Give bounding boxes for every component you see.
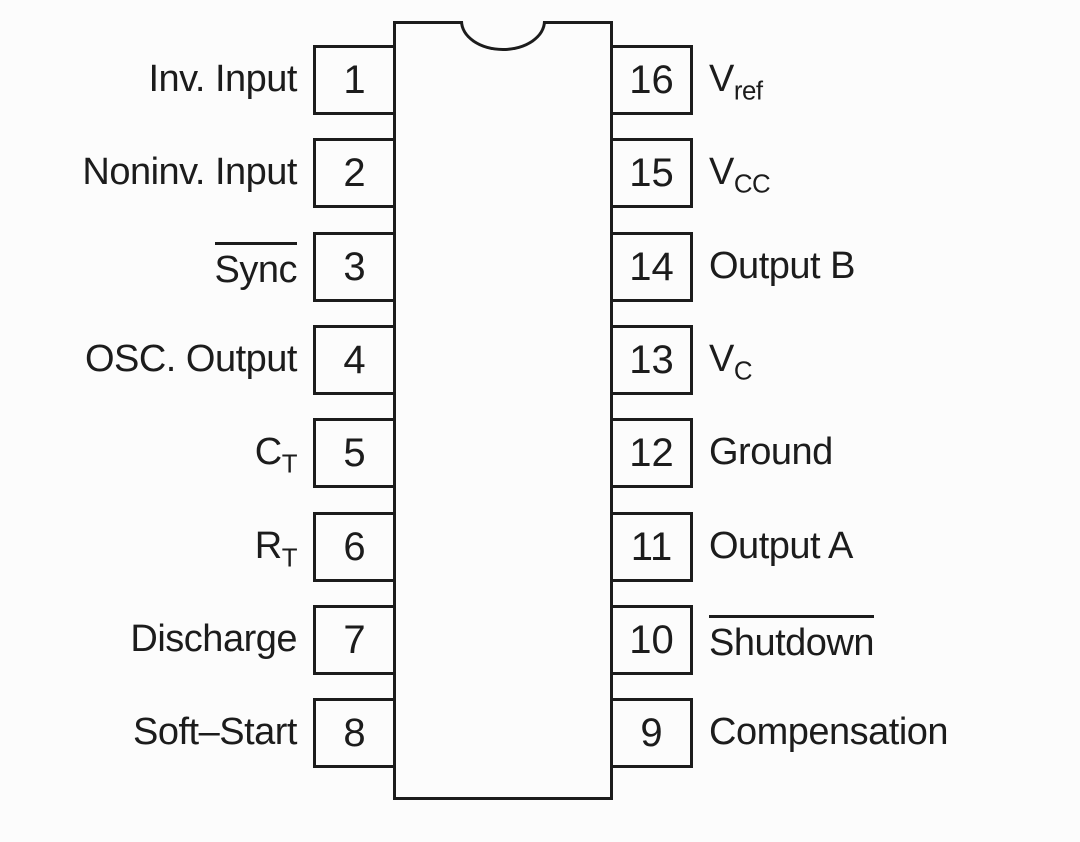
pin-label: CT bbox=[254, 431, 298, 479]
pin-number-box: 14 bbox=[610, 232, 693, 302]
pin-label-text: Vref bbox=[709, 58, 763, 106]
pin-label: VCC bbox=[709, 151, 771, 199]
pin-number-box: 12 bbox=[610, 418, 693, 488]
pin-number: 6 bbox=[343, 525, 366, 569]
pin-label-text: Compensation bbox=[709, 711, 949, 754]
pin-row: Discharge 7 bbox=[0, 605, 396, 675]
pin-row: Sync 3 bbox=[0, 232, 396, 302]
pin-label-text: Shutdown bbox=[709, 614, 875, 666]
pin-row: RT 6 bbox=[0, 512, 396, 582]
pin-label: Inv. Input bbox=[148, 58, 297, 102]
pin-label: Vref bbox=[709, 58, 763, 106]
pin-label: Sync bbox=[214, 241, 298, 293]
pin-label-text: VCC bbox=[709, 151, 771, 199]
pin-number: 15 bbox=[629, 151, 674, 195]
pin-row: Soft–Start 8 bbox=[0, 698, 396, 768]
pin-number: 13 bbox=[629, 338, 674, 382]
pin-number-box: 3 bbox=[313, 232, 396, 302]
pin-label-text: Soft–Start bbox=[133, 711, 297, 754]
pin-label-text: VC bbox=[709, 338, 753, 386]
pin-row: 10 Shutdown bbox=[610, 605, 1080, 675]
pin-label-text: OSC. Output bbox=[84, 338, 298, 381]
pin-label: Output B bbox=[709, 245, 855, 289]
pin-number-box: 15 bbox=[610, 138, 693, 208]
pin-label-text: Output B bbox=[709, 245, 855, 288]
pin-label-text: Discharge bbox=[130, 618, 297, 661]
pin-label-text: Output A bbox=[709, 525, 853, 568]
pin-row: 9 Compensation bbox=[610, 698, 1080, 768]
pin-number-box: 13 bbox=[610, 325, 693, 395]
pin-number-box: 6 bbox=[313, 512, 396, 582]
pin-number: 14 bbox=[629, 245, 674, 289]
pin-row: Inv. Input 1 bbox=[0, 45, 396, 115]
pin-number-box: 7 bbox=[313, 605, 396, 675]
pin-row: Noninv. Input 2 bbox=[0, 138, 396, 208]
pin-number: 5 bbox=[343, 431, 366, 475]
pin-label: Output A bbox=[709, 525, 853, 569]
pin-number-box: 2 bbox=[313, 138, 396, 208]
pin-number-box: 1 bbox=[313, 45, 396, 115]
pin-row: 14 Output B bbox=[610, 232, 1080, 302]
pin-label-text: Ground bbox=[709, 431, 833, 474]
pin-row: OSC. Output 4 bbox=[0, 325, 396, 395]
ic-body bbox=[393, 21, 613, 800]
pin-label: Shutdown bbox=[709, 614, 875, 666]
pin-label: Soft–Start bbox=[133, 711, 297, 755]
pin-number: 3 bbox=[343, 245, 366, 289]
pin-number: 1 bbox=[343, 58, 366, 102]
ic-notch bbox=[460, 21, 546, 51]
pin-number: 4 bbox=[343, 338, 366, 382]
pin-number: 9 bbox=[640, 711, 663, 755]
pin-row: 11 Output A bbox=[610, 512, 1080, 582]
pin-number-box: 16 bbox=[610, 45, 693, 115]
pin-number: 2 bbox=[343, 151, 366, 195]
pin-number: 12 bbox=[629, 431, 674, 475]
pin-label-text: RT bbox=[254, 525, 298, 573]
pin-label: Discharge bbox=[130, 618, 297, 662]
pin-number: 10 bbox=[629, 618, 674, 662]
pin-label: Noninv. Input bbox=[82, 151, 297, 195]
pin-label-text: Inv. Input bbox=[148, 58, 297, 101]
pin-number-box: 10 bbox=[610, 605, 693, 675]
pin-label: Compensation bbox=[709, 711, 949, 755]
pin-number: 11 bbox=[630, 525, 673, 569]
pin-number-box: 4 bbox=[313, 325, 396, 395]
pin-label: OSC. Output bbox=[84, 338, 298, 382]
pin-row: 15 VCC bbox=[610, 138, 1080, 208]
pin-label-text: Sync bbox=[214, 241, 298, 293]
pin-label: RT bbox=[254, 525, 298, 573]
pin-label: VC bbox=[709, 338, 753, 386]
pin-number-box: 9 bbox=[610, 698, 693, 768]
pin-number-box: 8 bbox=[313, 698, 396, 768]
pin-number: 16 bbox=[629, 58, 674, 102]
pin-row: CT 5 bbox=[0, 418, 396, 488]
pin-number: 8 bbox=[343, 711, 366, 755]
pin-row: 13 VC bbox=[610, 325, 1080, 395]
pin-row: 16 Vref bbox=[610, 45, 1080, 115]
pin-label: Ground bbox=[709, 431, 833, 475]
pin-number-box: 11 bbox=[610, 512, 693, 582]
pin-number: 7 bbox=[343, 618, 366, 662]
pin-number-box: 5 bbox=[313, 418, 396, 488]
pin-row: 12 Ground bbox=[610, 418, 1080, 488]
pin-label-text: CT bbox=[254, 431, 298, 479]
pin-label-text: Noninv. Input bbox=[82, 151, 297, 194]
